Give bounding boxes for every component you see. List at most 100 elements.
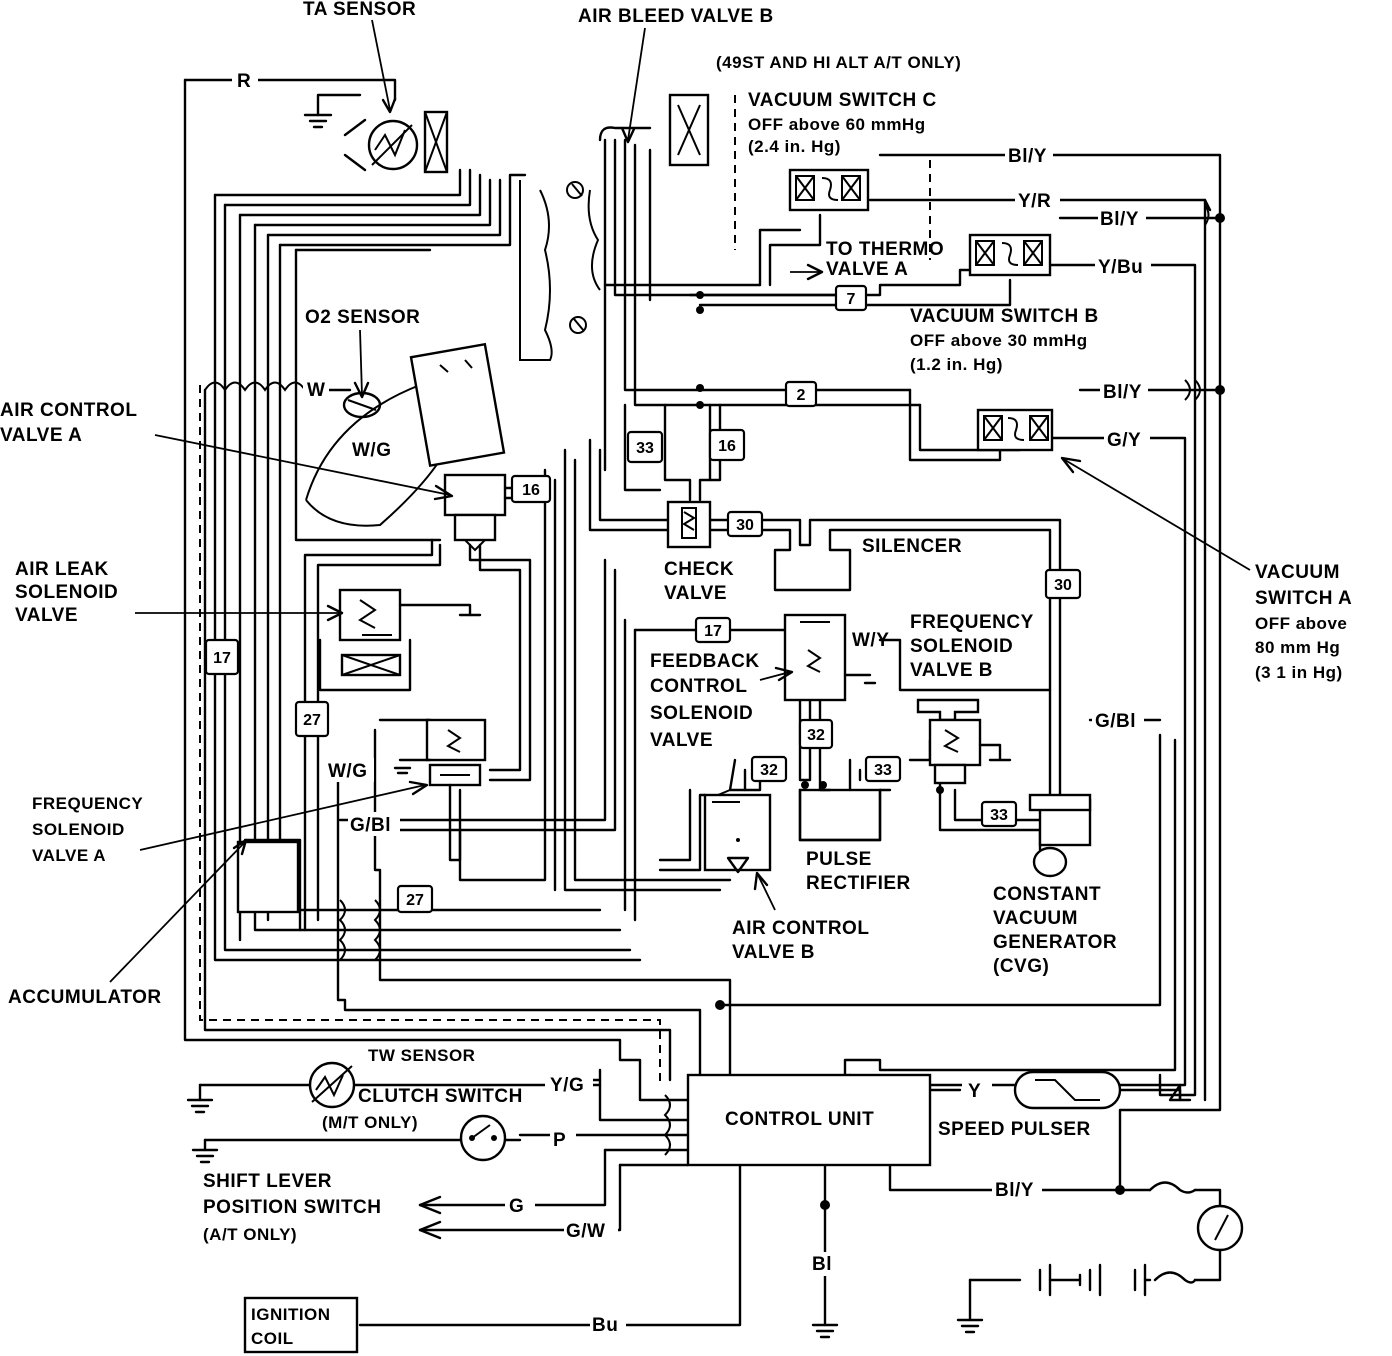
vacuum-switch-a-label-2: SWITCH A	[1255, 588, 1352, 609]
wire-g-bl-label: G/Bl	[350, 815, 391, 836]
hose-2-tag: 2	[797, 387, 806, 404]
wire-g-w-label: G/W	[566, 1221, 606, 1242]
vacuum-switch-c-spec: OFF above 60 mmHg	[748, 115, 926, 134]
hose-27-tag-left: 27	[303, 712, 321, 729]
engine-outline	[294, 180, 601, 542]
accumulator-label: ACCUMULATOR	[8, 987, 162, 1008]
hose-17-tag-left: 17	[213, 650, 231, 667]
hose-33-tag-upper: 33	[636, 440, 654, 457]
component-labels: TA SENSOR AIR BLEED VALVE B (49ST AND HI…	[0, 0, 1352, 1348]
freq-valve-a-label-3: VALVE A	[32, 846, 106, 865]
control-unit-label: CONTROL UNIT	[725, 1109, 874, 1130]
vacuum-switch-a-spec-2: 80 mm Hg	[1255, 638, 1340, 657]
wire-bu-label: Bu	[592, 1315, 618, 1336]
hose-30-tag-silencer: 30	[1054, 577, 1072, 594]
vacuum-switch-b-spec: OFF above 30 mmHg	[910, 331, 1088, 350]
wire-r-label: R	[237, 71, 251, 92]
ignition-coil-label-2: COIL	[251, 1329, 294, 1348]
freq-valve-b-label-3: VALVE B	[910, 660, 993, 681]
cvg-label-3: GENERATOR	[993, 932, 1117, 953]
wire-w-label: W	[307, 380, 325, 401]
shift-lever-label-2: POSITION SWITCH	[203, 1197, 382, 1218]
hose-7-tag: 7	[847, 291, 856, 308]
wire-y-bu-label: Y/Bu	[1098, 257, 1143, 278]
cvg-label: CONSTANT	[993, 884, 1101, 905]
accumulator	[236, 840, 300, 914]
silencer-label: SILENCER	[862, 536, 962, 557]
wire-w-y-label: W/Y	[852, 630, 889, 651]
wire-w-g-o2-label: W/G	[352, 440, 392, 461]
speed-pulser-label: SPEED PULSER	[938, 1119, 1091, 1140]
vacuum-switch-a-spec-in: (3 1 in Hg)	[1255, 663, 1343, 682]
wire-crossings	[204, 204, 1210, 1156]
wire-bl-y-bottom-label: Bl/Y	[995, 1180, 1034, 1201]
control-unit	[686, 1073, 932, 1167]
tw-sensor-label: TW SENSOR	[368, 1046, 475, 1065]
leader-lines	[109, 19, 1251, 983]
shift-lever-arrows	[418, 1195, 442, 1240]
vacuum-switch-b	[968, 233, 1052, 277]
hose-33-tag-cvg: 33	[990, 807, 1008, 824]
power-supply	[1038, 1181, 1244, 1297]
feedback-label-2: CONTROL	[650, 676, 747, 697]
wire-g-bl-right-label: G/Bl	[1095, 711, 1136, 732]
freq-valve-b-label: FREQUENCY	[910, 612, 1034, 633]
check-valve	[666, 500, 712, 549]
check-valve-label: CHECK	[664, 559, 734, 580]
wire-g-y-label: G/Y	[1107, 430, 1141, 451]
vacuum-switch-b-spec-in: (1.2 in. Hg)	[910, 355, 1003, 374]
wire-color-labels: R Bl/Y Y/R Bl/Y Y/Bu Bl/Y G/Y W W/G W/Y …	[232, 70, 1151, 1337]
hose-16-tag-upper: 16	[718, 438, 736, 455]
wire-bl-y-top-label: Bl/Y	[1008, 146, 1047, 167]
frequency-solenoid-valve-b	[916, 698, 1012, 785]
feedback-label-4: VALVE	[650, 730, 713, 751]
wire-bl-y-vsa-label: Bl/Y	[1103, 382, 1142, 403]
air-bleed-valve-b	[598, 93, 710, 167]
ignition-coil	[243, 1296, 359, 1354]
ta-sensor-label: TA SENSOR	[303, 0, 416, 20]
o2-sensor-label: O2 SENSOR	[305, 307, 420, 328]
wire-g-label: G	[509, 1196, 524, 1217]
to-thermo-label: TO THERMO	[826, 239, 944, 260]
wire-p-label: P	[553, 1130, 566, 1151]
wire-w-g-label: W/G	[328, 761, 368, 782]
vacuum-switch-c	[788, 168, 870, 212]
air-bleed-valve-b-label: AIR BLEED VALVE B	[578, 6, 774, 27]
feedback-label: FEEDBACK	[650, 651, 760, 672]
shift-lever-note: (A/T ONLY)	[203, 1225, 297, 1244]
air-control-valve-b-label: AIR CONTROL	[732, 918, 869, 939]
hose-17-tag-feedback: 17	[704, 623, 722, 640]
ignition-coil-label: IGNITION	[251, 1305, 331, 1324]
vacuum-switch-a-label: VACUUM	[1255, 562, 1340, 583]
air-control-valve-a-label: AIR CONTROL	[0, 400, 137, 421]
vacuum-switch-c-spec-in: (2.4 in. Hg)	[748, 137, 841, 156]
vacuum-switch-b-label: VACUUM SWITCH B	[910, 306, 1099, 327]
vacuum-switch-c-label: VACUUM SWITCH C	[748, 90, 937, 111]
tw-sensor	[308, 1061, 356, 1109]
clutch-switch-note: (M/T ONLY)	[322, 1113, 418, 1132]
freq-valve-a-label: FREQUENCY	[32, 794, 143, 813]
vacuum-hoses	[203, 138, 1062, 1082]
frequency-solenoid-valve-a	[393, 718, 487, 862]
hose-33-tag-pulse: 33	[874, 762, 892, 779]
constant-vacuum-generator	[1028, 793, 1092, 878]
hose-32-tag-lower: 32	[760, 762, 778, 779]
wire-y-r-label: Y/R	[1018, 191, 1051, 212]
note-49st-label: (49ST AND HI ALT A/T ONLY)	[716, 53, 961, 72]
freq-valve-a-label-2: SOLENOID	[32, 820, 125, 839]
hose-tags: 7 2 33 16 16 30 30 17 17 27 32 32 33 33 …	[204, 284, 1082, 914]
hose-30-tag-check: 30	[736, 517, 754, 534]
wire-bl-y-vsb-label: Bl/Y	[1100, 209, 1139, 230]
air-leak-label-3: VALVE	[15, 605, 78, 626]
hose-16-tag-valve-a: 16	[522, 482, 540, 499]
ta-sensor	[343, 110, 449, 174]
vacuum-switch-a	[976, 408, 1054, 452]
pulse-rectifier-label-2: RECTIFIER	[806, 873, 911, 894]
cvg-label-2: VACUUM	[993, 908, 1078, 929]
clutch-switch-label: CLUTCH SWITCH	[358, 1086, 523, 1107]
electrical-wires	[183, 78, 1222, 1327]
feedback-control-solenoid-valve	[783, 613, 877, 702]
wire-bl-label: Bl	[812, 1254, 832, 1275]
air-control-valve-a-label-2: VALVE A	[0, 425, 82, 446]
air-leak-label: AIR LEAK	[15, 559, 109, 580]
